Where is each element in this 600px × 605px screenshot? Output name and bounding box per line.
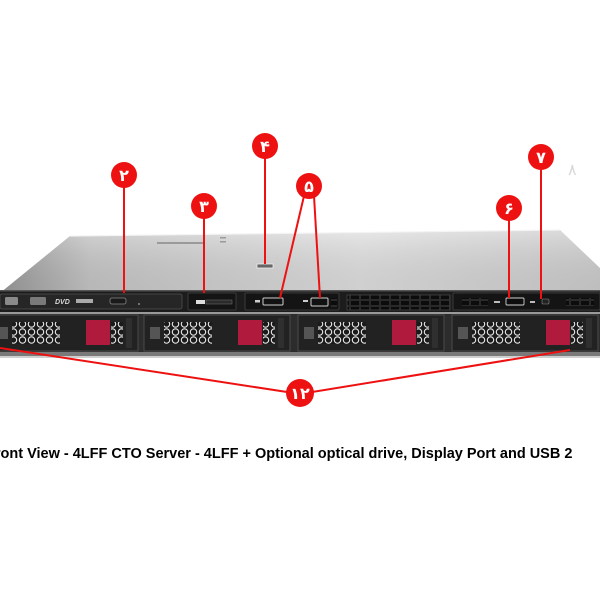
drive-latch-vent	[417, 322, 429, 344]
drive-handle-edge	[126, 318, 132, 348]
drive-label-icon	[0, 327, 8, 339]
callout-number: ۵	[304, 177, 314, 196]
power-button[interactable]	[541, 298, 550, 305]
drive-vent-hex	[12, 322, 60, 344]
callout-bubble	[191, 193, 217, 219]
callout-number: ۶	[504, 199, 514, 218]
leader-5b	[313, 195, 321, 299]
drive-handle-edge	[432, 318, 438, 348]
callout-number: ۳	[199, 197, 209, 216]
callout-bubble	[296, 173, 322, 199]
drive-handle-edge	[586, 318, 592, 348]
drive-latch-release	[546, 320, 570, 345]
callout-number: ۲	[119, 166, 129, 185]
drive-latch-vent	[263, 322, 275, 344]
drive-latch-release	[238, 320, 262, 345]
drive-handle-edge	[278, 318, 284, 348]
drive-label-icon	[150, 327, 160, 339]
serial-label-pull-tab[interactable]	[187, 292, 237, 311]
drive-latch-release	[86, 320, 110, 345]
drive-latch-release	[392, 320, 416, 345]
leader-5a	[279, 195, 305, 299]
watermark: ۸	[568, 162, 577, 179]
usb-2-port[interactable]	[310, 297, 329, 307]
callout-bubble	[286, 379, 314, 407]
drive-bay-4[interactable]	[451, 314, 599, 352]
callout-number: ۱۲	[290, 384, 310, 403]
callout-2: ۲	[111, 162, 137, 188]
callout-bubble	[528, 144, 554, 170]
callout-number: ۷	[536, 148, 546, 167]
drive-label-icon	[458, 327, 468, 339]
callout-7: ۷	[528, 144, 554, 170]
callout-bubble	[496, 195, 522, 221]
figure-caption: Front View - 4LFF CTO Server - 4LFF + Op…	[0, 446, 573, 462]
drive-bay-2[interactable]	[143, 314, 291, 352]
display-port[interactable]	[262, 297, 284, 306]
lid-label-dashes	[157, 237, 226, 244]
dvd-logo: DVD	[55, 299, 70, 306]
display-port-and-usb-2[interactable]	[244, 292, 340, 311]
callout-3: ۳	[191, 193, 217, 219]
callout-bubble	[252, 133, 278, 159]
front-bezel-badge	[256, 263, 274, 269]
callout-number: ۴	[260, 137, 270, 156]
server-chassis: DVD	[0, 229, 600, 358]
drive-latch-vent	[571, 322, 583, 344]
callout-4: ۴	[252, 133, 278, 159]
right-control-panel	[452, 292, 600, 311]
drive-bay-1[interactable]	[0, 314, 139, 352]
optical-drive[interactable]: DVD	[0, 293, 183, 310]
callout-5: ۵	[296, 173, 322, 199]
drive-label-icon	[304, 327, 314, 339]
front-vent-grille	[346, 294, 451, 311]
drive-vent-hex	[318, 322, 366, 344]
callout-bubble	[111, 162, 137, 188]
callout-12: ۱۲	[286, 379, 314, 407]
ilo-service-port[interactable]	[505, 297, 525, 306]
drive-vent-hex	[164, 322, 212, 344]
drive-latch-vent	[111, 322, 123, 344]
drive-vent-hex	[472, 322, 520, 344]
callout-6: ۶	[496, 195, 522, 221]
drive-bay-3[interactable]	[297, 314, 445, 352]
